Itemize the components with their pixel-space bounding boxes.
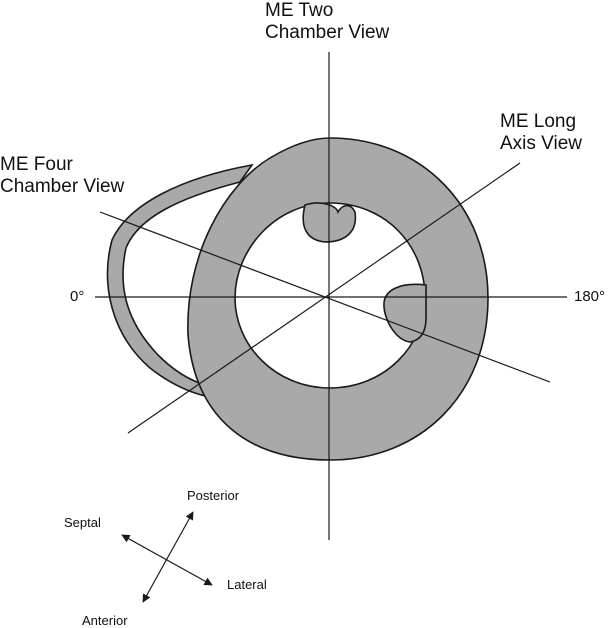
posterior-anterior-arrow	[142, 511, 194, 603]
angle-0-label: 0°	[70, 288, 85, 305]
me-two-chamber-label: ME Two Chamber View	[265, 0, 389, 44]
me-long-axis-line2: Axis View	[500, 133, 583, 154]
me-four-chamber-line2: Chamber View	[0, 176, 125, 197]
anterolateral-papillary	[383, 283, 427, 343]
angle-180-label: 180°	[574, 288, 606, 305]
me-two-chamber-line2: Chamber View	[265, 22, 390, 43]
anterior-label: Anterior	[82, 613, 128, 628]
septal-label: Septal	[64, 515, 101, 530]
me-four-chamber-line1: ME Four	[0, 154, 73, 175]
posterior-label: Posterior	[187, 488, 240, 503]
axis-four-chamber-view	[99, 211, 551, 383]
axis-long-axis-view	[127, 162, 521, 434]
me-two-chamber-line1: ME Two	[265, 0, 334, 21]
lateral-label: Lateral	[227, 577, 267, 592]
me-long-axis-label: ME Long Axis View	[500, 111, 582, 155]
me-long-axis-line1: ME Long	[500, 111, 577, 132]
myocardial-ring	[187, 137, 489, 461]
me-four-chamber-label: ME Four Chamber View	[0, 154, 124, 198]
septal-lateral-arrow	[121, 534, 213, 586]
